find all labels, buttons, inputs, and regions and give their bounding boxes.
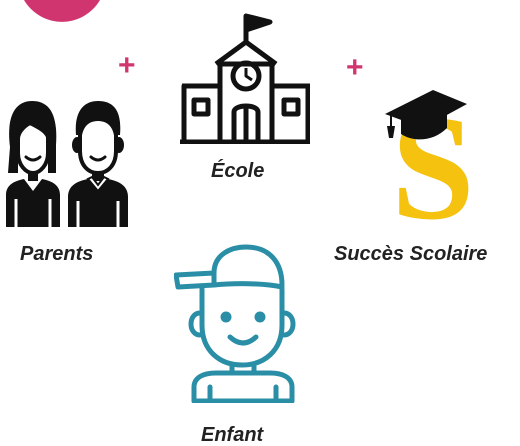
- plus-sign-left: +: [118, 49, 136, 82]
- plus-sign-right: +: [346, 51, 364, 84]
- label-ecole: École: [211, 160, 265, 182]
- label-enfant: Enfant: [201, 424, 264, 446]
- label-succes-scolaire: Succès Scolaire: [334, 243, 488, 265]
- school-icon: [180, 13, 310, 144]
- child-icon: [174, 244, 296, 403]
- parents-icon: [6, 101, 128, 227]
- label-parents: Parents: [20, 243, 94, 265]
- pink-circle-decoration: [24, 0, 100, 22]
- graduation-success-icon: S: [385, 85, 475, 222]
